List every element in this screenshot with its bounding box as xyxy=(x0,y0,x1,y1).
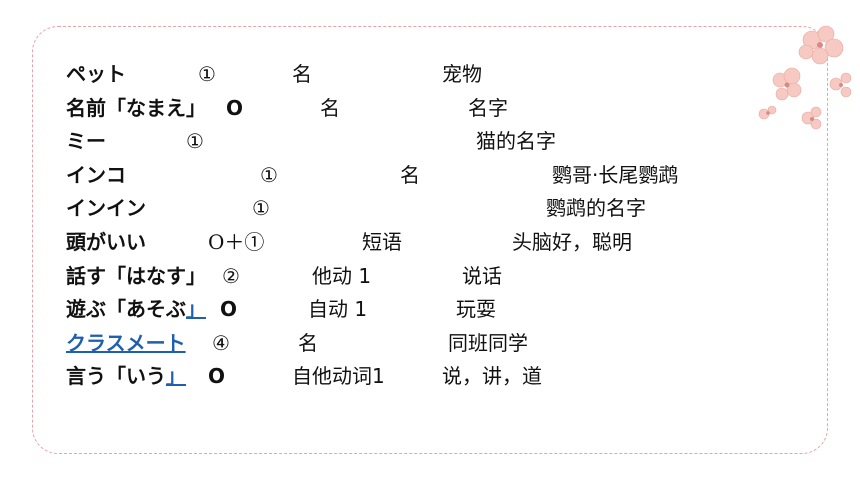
vocab-row: 言う「いう」 O 自他动词1 说，讲，道 xyxy=(66,360,786,394)
vocab-accent: O xyxy=(226,95,244,120)
vocab-word: 名前「なまえ」 xyxy=(66,95,206,120)
vocab-row: 遊ぶ「あそぶ」 O 自动 1 玩耍 xyxy=(66,293,786,327)
vocab-pos: 名 xyxy=(400,162,420,187)
vocab-accent: O xyxy=(220,297,238,322)
vocab-pos: 名 xyxy=(292,62,312,86)
vocab-accent: O xyxy=(208,364,226,389)
vocab-meaning: 说话 xyxy=(462,263,502,288)
vocab-word: 言う「いう」 xyxy=(66,360,186,394)
vocab-word: 遊ぶ「あそぶ」 xyxy=(66,293,206,327)
vocab-row: ペット ① 名 宠物 xyxy=(66,58,786,92)
vocab-pos: 名 xyxy=(298,330,318,355)
vocab-meaning: 鹦哥‧长尾鹦鹉 xyxy=(552,162,679,187)
vocab-accent: ① xyxy=(260,162,278,187)
vocab-row: 名前「なまえ」 O 名 名字 xyxy=(66,92,786,126)
vocab-row: 話す「はなす」 ② 他动 1 说话 xyxy=(66,260,786,294)
vocab-row: インイン ① 鹦鹉的名字 xyxy=(66,192,786,226)
vocab-meaning: 猫的名字 xyxy=(476,129,556,154)
vocab-word: ミー xyxy=(66,129,106,154)
vocab-accent: ② xyxy=(222,263,240,288)
vocab-row: クラスメート ④ 名 同班同学 xyxy=(66,327,786,361)
vocab-accent: ① xyxy=(186,129,204,154)
vocab-row: 頭がいい O＋① 短语 头脑好，聪明 xyxy=(66,226,786,260)
vocab-word: インイン xyxy=(66,196,146,221)
vocab-accent: O＋① xyxy=(208,229,265,254)
vocab-meaning: 同班同学 xyxy=(448,330,528,355)
vocab-pos: 自动 1 xyxy=(308,297,368,322)
vocab-pos: 他动 1 xyxy=(312,263,372,288)
vocab-pos: 短语 xyxy=(362,229,402,254)
vocab-word-link[interactable]: クラスメート xyxy=(66,330,186,355)
vocab-pos: 自他动词1 xyxy=(292,364,385,389)
vocab-word: ペット xyxy=(66,62,126,86)
vocab-accent: ① xyxy=(198,62,216,86)
content-frame xyxy=(32,26,828,454)
vocab-word-text: 言う「いう xyxy=(66,364,166,389)
vocab-word: 頭がいい xyxy=(66,229,146,254)
vocab-word: 話す「はなす」 xyxy=(66,263,206,288)
vocab-word: インコ xyxy=(66,162,126,187)
vocab-meaning: 说，讲，道 xyxy=(442,364,542,389)
cherry-blossom-decoration xyxy=(758,25,852,130)
vocabulary-list: ペット ① 名 宠物 名前「なまえ」 O 名 名字 ミー ① 猫的名字 インコ … xyxy=(66,58,786,394)
vocab-accent: ① xyxy=(252,196,270,221)
vocab-accent: ④ xyxy=(212,330,230,355)
vocab-meaning: 鹦鹉的名字 xyxy=(546,196,646,221)
vocab-row: ミー ① 猫的名字 xyxy=(66,125,786,159)
vocab-meaning: 头脑好，聪明 xyxy=(512,229,632,254)
vocab-word-link[interactable]: 」 xyxy=(186,297,206,322)
vocab-meaning: 宠物 xyxy=(442,62,482,86)
vocab-pos: 名 xyxy=(320,95,340,120)
vocab-meaning: 名字 xyxy=(468,95,508,120)
vocab-word-link[interactable]: 」 xyxy=(166,364,186,389)
vocab-meaning: 玩耍 xyxy=(456,297,496,322)
vocab-word-text: 遊ぶ「あそぶ xyxy=(66,297,186,322)
vocab-row: インコ ① 名 鹦哥‧长尾鹦鹉 xyxy=(66,159,786,193)
